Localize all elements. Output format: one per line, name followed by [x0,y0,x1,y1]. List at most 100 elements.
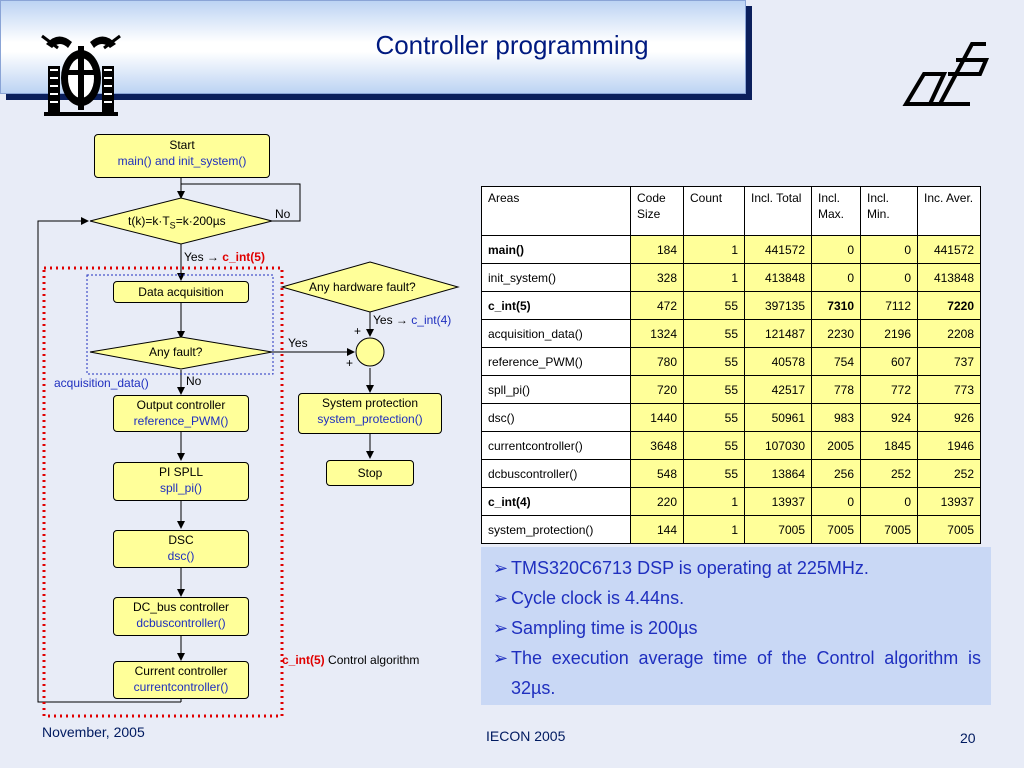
condition-text: t(k)=k·T [128,214,170,228]
stop-label: Stop [357,466,383,480]
start-label: Start [169,138,195,152]
col-header-incl-total: Incl. Total [744,186,812,236]
system-protection-label: System protection [321,396,419,410]
no-label-fault: No [186,374,202,388]
value-cell: 1845 [860,431,918,460]
value-cell: 7112 [860,291,918,320]
bullet-arrow-icon: ➢ [493,648,509,668]
table-header-row: Areas Code Size Count Incl. Total Incl. … [481,186,981,236]
value-cell: 0 [811,235,861,264]
page-title: Controller programming [375,30,649,60]
control-algorithm-label: c_int(5) Control algorithm [282,653,419,667]
acquisition-data-label: acquisition_data() [54,376,149,390]
profiling-table: Areas Code Size Count Incl. Total Incl. … [481,186,981,544]
output-controller-sub-label: reference_PWM() [133,414,229,428]
col-header-incl-max: Incl. Max. [811,186,861,236]
hardware-fault-label: Any hardware fault? [309,280,416,294]
plus-top: + [354,324,362,338]
col-header-code-size: Code Size [630,186,684,236]
notes-panel: ➢TMS320C6713 DSP is operating at 225MHz.… [481,547,991,705]
value-cell: 40578 [744,347,812,376]
dc-bus-controller-sub-label: dcbuscontroller() [136,616,226,630]
value-cell: 7005 [917,515,981,544]
cint4-text: c_int(4) [411,313,452,327]
value-cell: 441572 [917,235,981,264]
value-cell: 42517 [744,375,812,404]
value-cell: 0 [860,487,918,516]
sampling-condition: t(k)=k·TS=k·200µs [128,214,226,230]
stop-box: Stop [326,460,414,486]
note-item: ➢TMS320C6713 DSP is operating at 225MHz. [493,553,981,583]
data-acquisition-box: Data acquisition [113,281,249,303]
value-cell: 144 [630,515,684,544]
value-cell: 780 [630,347,684,376]
col-header-incl-min: Incl. Min. [860,186,918,236]
area-name-cell: dcbuscontroller() [481,459,631,488]
title-bar: Controller programming [0,0,746,94]
system-protection-sub-label: system_protection() [317,412,423,426]
note-item: ➢The execution average time of the Contr… [493,643,981,703]
area-name-cell: c_int(4) [481,487,631,516]
value-cell: 1946 [917,431,981,460]
value-cell: 1324 [630,319,684,348]
any-fault-label: Any fault? [149,345,203,359]
system-protection-box: System protection system_protection() [298,393,442,434]
note-text: Cycle clock is 4.44ns. [511,588,685,608]
area-name-cell: reference_PWM() [481,347,631,376]
value-cell: 55 [683,459,745,488]
footer-page-number: 20 [960,730,976,746]
value-cell: 1 [683,487,745,516]
yes-label-cint4: Yes → c_int(4) [373,313,451,327]
value-cell: 0 [811,263,861,292]
cint5-region-label: c_int(5) [282,653,325,667]
value-cell: 13937 [744,487,812,516]
value-cell: 0 [860,263,918,292]
value-cell: 2196 [860,319,918,348]
footer-conference: IECON 2005 [486,728,566,744]
value-cell: 55 [683,319,745,348]
value-cell: 1 [683,263,745,292]
value-cell: 50961 [744,403,812,432]
yes-label-cint5: Yes → c_int(5) [184,250,265,264]
value-cell: 3648 [630,431,684,460]
value-cell: 926 [917,403,981,432]
yes-label-fault: Yes [288,336,308,350]
value-cell: 328 [630,263,684,292]
flowchart-connectors [37,176,460,718]
pi-spll-label: PI SPLL [158,465,204,479]
value-cell: 472 [630,291,684,320]
condition-subscript: S [169,220,176,231]
value-cell: 256 [811,459,861,488]
pi-spll-box: PI SPLL spll_pi() [113,462,249,501]
value-cell: 55 [683,291,745,320]
value-cell: 1 [683,515,745,544]
note-text: Sampling time is 200µs [511,618,698,638]
value-cell: 983 [811,403,861,432]
col-header-inc-aver: Inc. Aver. [917,186,981,236]
value-cell: 773 [917,375,981,404]
value-cell: 778 [811,375,861,404]
area-name-cell: init_system() [481,263,631,292]
value-cell: 607 [860,347,918,376]
value-cell: 441572 [744,235,812,264]
value-cell: 1 [683,235,745,264]
value-cell: 121487 [744,319,812,348]
bullet-arrow-icon: ➢ [493,558,509,578]
value-cell: 397135 [744,291,812,320]
area-name-cell: system_protection() [481,515,631,544]
cint5-text: c_int(5) [222,250,265,264]
value-cell: 184 [630,235,684,264]
dsc-sub-label: dsc() [167,549,195,563]
plus-left: + [346,356,354,370]
area-name-cell: c_int(5) [481,291,631,320]
area-name-cell: acquisition_data() [481,319,631,348]
